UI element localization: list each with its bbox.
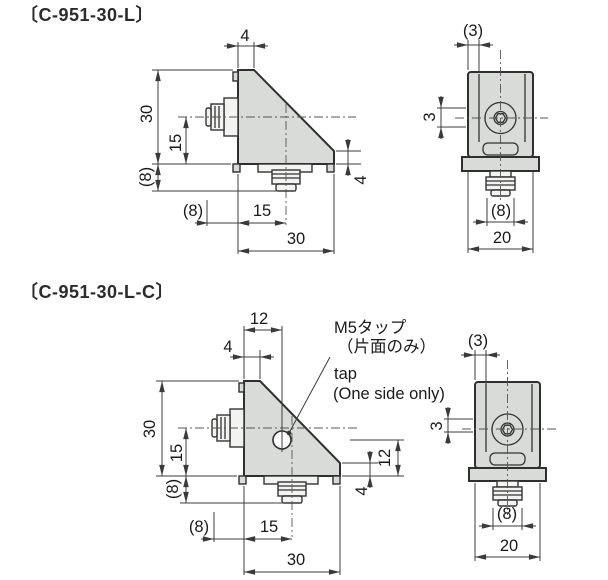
dim-label: (8)	[497, 505, 517, 523]
part-label-1: 〔C-951-30-L〕	[20, 5, 154, 25]
drawing-2: 〔C-951-30-L-C〕	[20, 282, 556, 575]
d2-dim-bottom-15: 15	[243, 486, 292, 575]
leader-dot	[286, 430, 292, 436]
dim-label: (8)	[183, 202, 203, 220]
d2-dim-nut-width: (8)	[479, 505, 536, 530]
dim-label: 15	[167, 134, 185, 152]
dim-label: 20	[500, 537, 518, 555]
d1-dim-left-8: (8)	[137, 164, 296, 192]
claw-tab	[238, 382, 245, 393]
d2-dim-tap-offset-top: 12	[243, 310, 282, 379]
dim-label: 15	[253, 202, 271, 220]
bottom-spring-nut	[257, 163, 313, 192]
d2-dim-width-20: 20	[474, 483, 541, 561]
d1-dim-nut-width: (8)	[473, 198, 528, 226]
dim-label: 4	[353, 486, 371, 495]
d2-front-view	[462, 360, 556, 515]
d2-dim-bottom-30: 30	[244, 486, 341, 575]
annotation-jp-line2: （片面のみ）	[337, 337, 436, 356]
d1-dim-top-inset: (3)	[454, 22, 493, 72]
d2-dim-left-8: (8)	[164, 476, 302, 504]
claw-tab	[326, 163, 335, 173]
annotation-jp-line1: M5タップ	[334, 318, 407, 337]
dim-label: 3	[421, 112, 439, 121]
d1-dim-plate-thickness-top: 4	[224, 27, 268, 68]
claw-tab	[232, 71, 239, 82]
annotation-en-line2: (One side only)	[333, 385, 445, 403]
dim-label: 30	[287, 551, 305, 569]
annotation-en-line1: tap	[334, 365, 357, 383]
d1-dim-right-thickness: 4	[336, 139, 370, 185]
d1-dim-center-height-15: 15	[167, 117, 189, 164]
d1-front-view	[455, 50, 548, 203]
drawing-1: 〔C-951-30-L〕	[20, 5, 548, 254]
d1-dim-height-30: 30	[138, 69, 233, 165]
dim-label: 30	[287, 230, 305, 248]
dim-label: (8)	[491, 202, 511, 220]
claw-tab	[232, 163, 241, 173]
hex-socket-icon	[501, 424, 514, 435]
d1-dim-bottom-30: 30	[238, 174, 335, 254]
d2-dim-center-height-15: 15	[168, 428, 189, 476]
claw-tab	[332, 475, 341, 485]
claw-tab	[238, 475, 247, 485]
d2-dim-hole-offset: 3	[428, 407, 473, 444]
dim-label: 12	[250, 310, 268, 328]
dim-label: (8)	[189, 518, 209, 536]
d2-dim-tap-offset-right: 12	[350, 439, 404, 476]
dim-label: 20	[493, 229, 511, 247]
d1-dim-bottom-8: (8)	[183, 200, 251, 226]
dim-label: 30	[141, 420, 159, 438]
d2-dim-top-inset: (3)	[461, 332, 500, 384]
d1-dim-hole-offset: 3	[421, 96, 466, 139]
dim-label: (3)	[463, 22, 483, 40]
dim-label: 12	[376, 449, 394, 467]
dim-label: 3	[428, 421, 446, 430]
dim-label: (8)	[164, 479, 182, 499]
dim-label: (3)	[468, 332, 488, 350]
dim-label: 30	[138, 105, 156, 123]
tap-annotation: M5タップ （片面のみ） tap (One side only)	[286, 318, 445, 436]
d2-dim-right-thickness: 4	[342, 451, 404, 496]
dim-label: (8)	[137, 167, 155, 187]
d2-dim-height-30: 30	[141, 380, 239, 477]
dim-label: 15	[260, 518, 278, 536]
d2-dim-bottom-8: (8)	[189, 512, 257, 542]
part-label-2: 〔C-951-30-L-C〕	[20, 282, 174, 302]
leader-line	[288, 356, 331, 434]
dim-label: 15	[168, 444, 186, 462]
d1-side-view	[178, 69, 356, 225]
bottom-spring-nut	[263, 475, 319, 504]
d1-dim-bottom-15: 15	[237, 174, 286, 254]
dim-label: 4	[223, 338, 232, 356]
dim-label: 4	[240, 27, 249, 45]
d1-dim-width-20: 20	[467, 172, 534, 253]
d2-side-view	[178, 326, 360, 537]
d2-dim-plate-thickness-top: 4	[223, 338, 274, 379]
dim-label: 4	[352, 175, 370, 184]
